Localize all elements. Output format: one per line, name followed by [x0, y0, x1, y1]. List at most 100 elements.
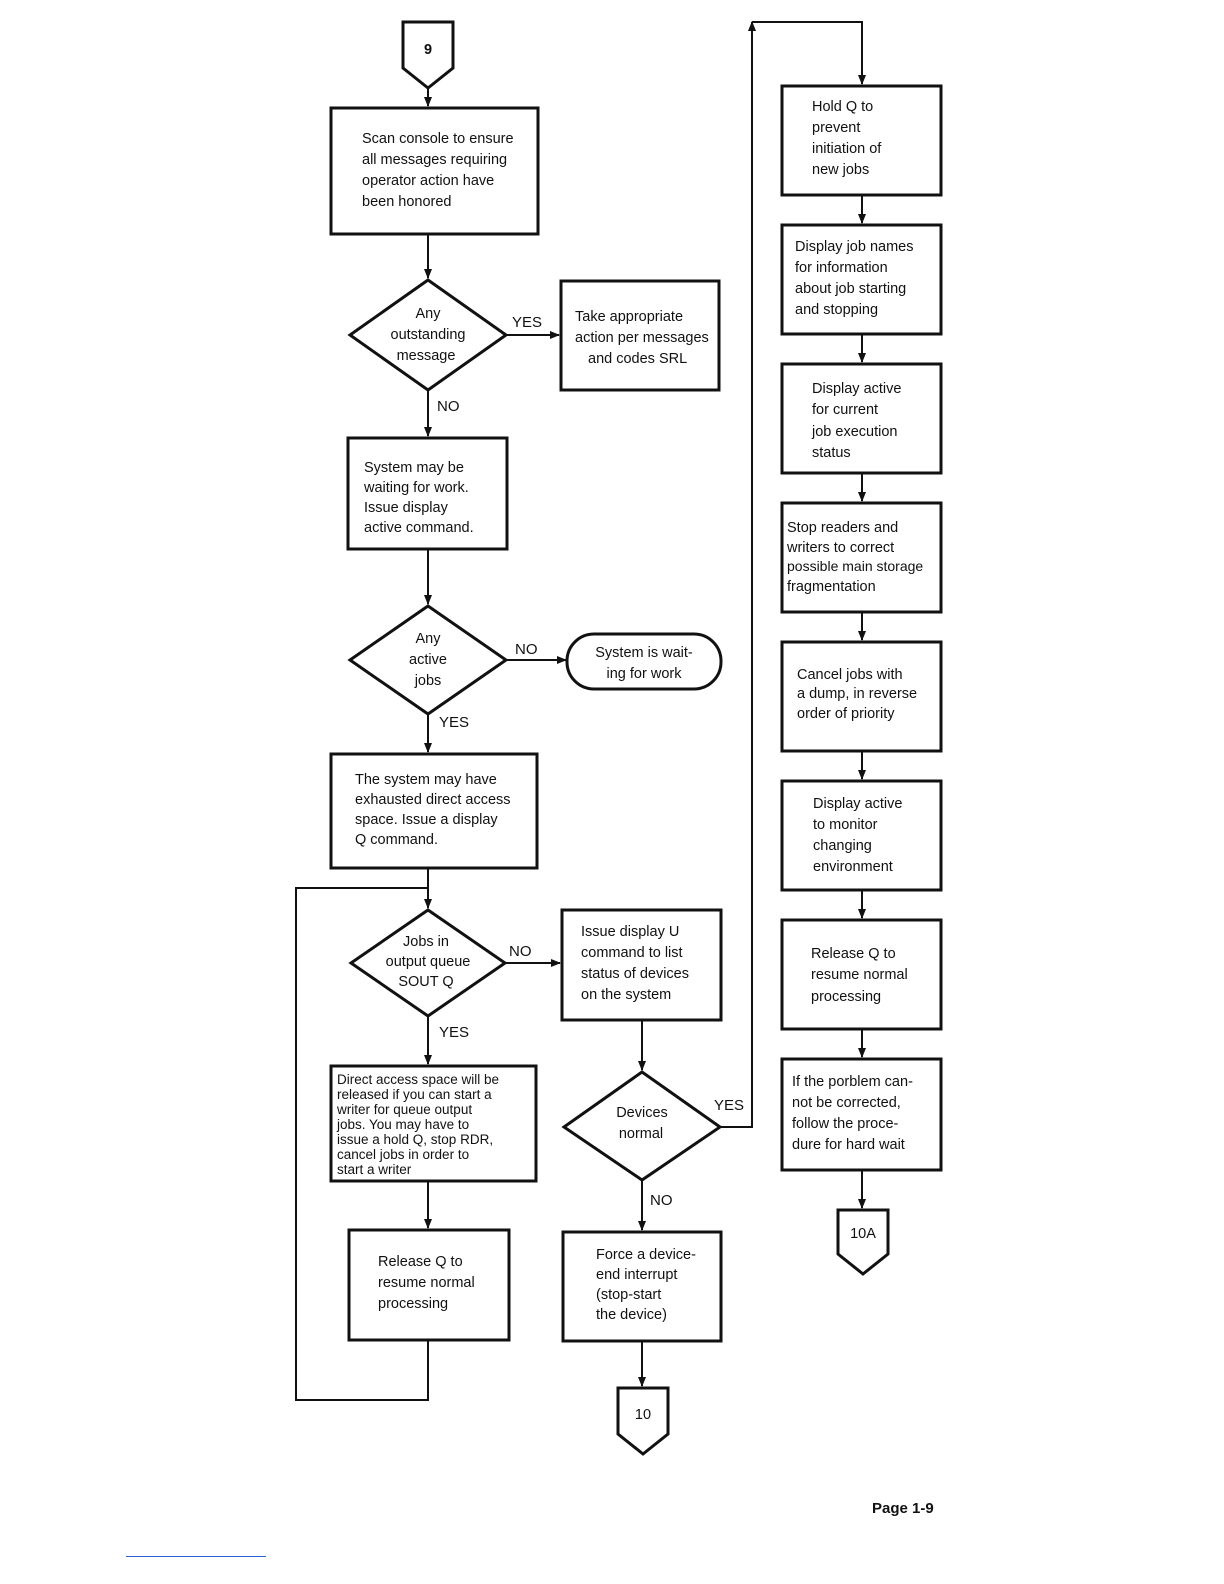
step-line: to monitor	[813, 817, 878, 833]
decision-line: normal	[619, 1126, 663, 1142]
step-line: resume normal	[811, 967, 908, 983]
decision-active-jobs: Any active jobs	[347, 604, 509, 716]
step-display-job-names: Display job names for information about …	[780, 223, 943, 336]
step-line: environment	[813, 859, 893, 875]
step-line: about job starting	[795, 281, 906, 297]
step-line: Display active	[812, 381, 901, 397]
step-line: possible main storage	[787, 558, 923, 574]
step-line: Q command.	[355, 832, 438, 848]
decision-outstanding-message: Any outstanding message	[347, 278, 509, 392]
edge-label-devices-yes: YES	[714, 1097, 744, 1114]
edge-label-active-yes: YES	[439, 714, 469, 731]
step-hard-wait: If the porblem can- not be corrected, fo…	[780, 1057, 943, 1172]
step-line: exhausted direct access	[355, 792, 511, 808]
decision-line: SOUT Q	[398, 974, 453, 990]
step-release-q-left: Release Q to resume normal processing	[347, 1228, 511, 1342]
step-line: Display active	[813, 796, 902, 812]
step-line: (stop-start	[596, 1287, 661, 1303]
step-line: and codes SRL	[588, 351, 687, 367]
step-line: all messages requiring	[362, 152, 507, 168]
step-line: issue a hold Q, stop RDR,	[337, 1132, 493, 1147]
step-line: for information	[795, 260, 888, 276]
connector-10a-label: 10A	[850, 1226, 876, 1242]
step-line: Release Q to	[378, 1254, 463, 1270]
step-line: command to list	[581, 945, 683, 961]
step-line: dure for hard wait	[792, 1137, 905, 1153]
step-line: the device)	[596, 1307, 667, 1323]
step-line: and stopping	[795, 302, 878, 318]
connector-9-label: 9	[424, 42, 432, 58]
decision-line: Devices	[616, 1105, 668, 1121]
decision-line: Any	[416, 631, 442, 647]
step-line: Hold Q to	[812, 99, 873, 115]
decision-line: jobs	[414, 673, 442, 689]
step-line: Cancel jobs with	[797, 667, 903, 683]
step-system-waiting: System may be waiting for work. Issue di…	[346, 436, 509, 551]
step-line: follow the proce-	[792, 1116, 899, 1132]
decision-devices-normal: Devices normal	[561, 1070, 723, 1182]
terminal-line: ing for work	[607, 666, 683, 682]
step-line: waiting for work.	[363, 480, 469, 496]
step-line: job execution	[811, 424, 897, 440]
edge-label-active-no: NO	[515, 641, 538, 658]
step-line: a dump, in reverse	[797, 686, 917, 702]
step-line: jobs. You may have to	[336, 1117, 469, 1132]
step-line: changing	[813, 838, 872, 854]
step-line: released if you can start a	[337, 1087, 492, 1102]
step-line: Display job names	[795, 239, 913, 255]
step-line: Take appropriate	[575, 309, 683, 325]
edge-label-queue-yes: YES	[439, 1024, 469, 1041]
step-line: Issue display U	[581, 924, 679, 940]
step-line: If the porblem can-	[792, 1074, 913, 1090]
step-exhausted-space: The system may have exhausted direct acc…	[329, 752, 539, 870]
decision-line: active	[409, 652, 447, 668]
connector-9: 9	[401, 20, 455, 90]
step-line: fragmentation	[787, 579, 876, 595]
step-line: writer for queue output	[336, 1102, 472, 1117]
step-line: processing	[811, 989, 881, 1005]
step-line: start a writer	[337, 1162, 412, 1177]
connector-10: 10	[616, 1386, 670, 1456]
step-scan-console: Scan console to ensure all messages requ…	[329, 106, 540, 236]
step-cancel-jobs: Cancel jobs with a dump, in reverse orde…	[780, 640, 943, 753]
step-release-q-right: Release Q to resume normal processing	[780, 918, 943, 1031]
step-line: Scan console to ensure	[362, 131, 514, 147]
step-take-action: Take appropriate action per messages and…	[559, 279, 721, 392]
step-display-active-monitor: Display active to monitor changing envir…	[780, 779, 943, 892]
step-line: Release Q to	[811, 946, 896, 962]
step-line: new jobs	[812, 162, 869, 178]
step-line: space. Issue a display	[355, 812, 498, 828]
edge-label-outstanding-yes: YES	[512, 314, 542, 331]
step-display-u: Issue display U command to list status o…	[560, 908, 723, 1022]
decision-line: Jobs in	[403, 934, 449, 950]
edge-label-devices-no: NO	[650, 1192, 673, 1209]
step-hold-q: Hold Q to prevent initiation of new jobs	[780, 84, 943, 197]
step-line: Issue display	[364, 500, 449, 516]
step-line: for current	[812, 402, 878, 418]
step-direct-access: Direct access space will be released if …	[329, 1064, 538, 1183]
terminal-line: System is wait-	[595, 645, 693, 661]
step-line: not be corrected,	[792, 1095, 901, 1111]
step-line: end interrupt	[596, 1267, 677, 1283]
step-line: order of priority	[797, 706, 895, 722]
step-force-interrupt: Force a device- end interrupt (stop-star…	[561, 1230, 723, 1343]
step-line: Stop readers and	[787, 520, 898, 536]
connector-lines	[295, 21, 866, 1401]
decision-line: outstanding	[391, 327, 466, 343]
step-line: action per messages	[575, 330, 709, 346]
step-line: been honored	[362, 194, 452, 210]
step-line: operator action have	[362, 173, 494, 189]
step-line: Force a device-	[596, 1247, 696, 1263]
connector-10-label: 10	[635, 1407, 651, 1423]
step-line: The system may have	[355, 772, 497, 788]
step-line: active command.	[364, 520, 474, 536]
step-line: processing	[378, 1296, 448, 1312]
step-line: Direct access space will be	[337, 1072, 499, 1087]
step-line: initiation of	[812, 141, 882, 157]
step-line: status	[812, 445, 851, 461]
step-line: cancel jobs in order to	[337, 1147, 469, 1162]
step-line: on the system	[581, 987, 671, 1003]
page-number: Page 1-9	[872, 1500, 934, 1517]
decision-line: Any	[416, 306, 442, 322]
